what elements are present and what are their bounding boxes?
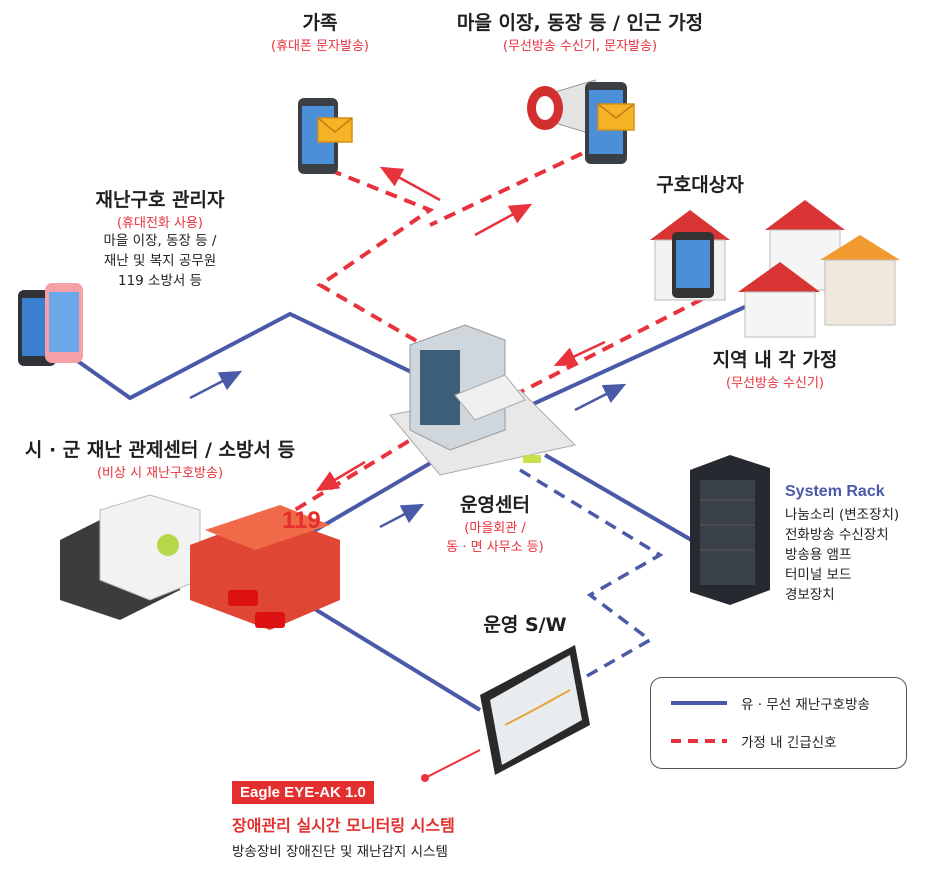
- dash-center-to-sw: [519, 468, 664, 682]
- city-control-center-building: [60, 494, 201, 620]
- dash-rescue-to-center: [504, 288, 721, 402]
- node-village: 마을 이장, 동장 등 / 인근 가정 (무선방송 수신기, 문자발송): [420, 8, 740, 54]
- rescue-house-icon: [650, 210, 730, 301]
- family-sub: (휴대폰 문자발송): [271, 39, 369, 54]
- rack-item-5: 경보장치: [785, 587, 835, 603]
- manager-line-3: 119 소방서 등: [117, 273, 203, 289]
- village-title: 마을 이장, 동장 등 / 인근 가정: [456, 12, 704, 34]
- sw-dash-lines: [519, 468, 664, 682]
- node-rack: System Rack 나눔소리 (변조장치) 전화방송 수신장치 방송용 앰프…: [785, 483, 899, 605]
- arrow-blue-1: [189, 370, 243, 400]
- arrow-red-2: [474, 203, 533, 237]
- village-sub: (무선방송 수신기, 문자발송): [502, 39, 658, 54]
- system-rack-icon: [690, 455, 770, 605]
- ops-title: 운영센터: [460, 494, 530, 516]
- line-city-to-sw: [298, 598, 482, 712]
- manager-phones-icon: [18, 283, 83, 366]
- sw-title: 운영 S/W: [483, 614, 567, 636]
- city-title: 시 · 군 재난 관제센터 / 소방서 등: [24, 439, 296, 461]
- node-eagle: 장애관리 실시간 모니터링 시스템 방송장비 장애진단 및 재난감지 시스템: [232, 812, 455, 862]
- arrow-red-4: [315, 460, 366, 492]
- dash-center-to-city: [268, 408, 462, 527]
- legend-solid: 유 · 무선 재난구호방송: [671, 691, 870, 715]
- node-rescue: 구호대상자: [640, 170, 760, 197]
- arrow-red-3: [553, 340, 606, 367]
- node-family: 가족 (휴대폰 문자발송): [270, 8, 370, 54]
- ops-sub-2: 동 · 면 사무소 등): [446, 540, 544, 555]
- sw-monitor-icon: [480, 645, 590, 775]
- line-manager-to-center: [60, 311, 471, 402]
- fire-station-119-sign: 119: [282, 507, 321, 534]
- node-manager: 재난구호 관리자 (휴대전화 사용) 마을 이장, 동장 등 / 재난 및 복지…: [60, 185, 260, 291]
- legend-dashed: 가정 내 긴급신호: [671, 729, 837, 753]
- node-sw: 운영 S/W: [455, 610, 595, 637]
- legend-dashed-label: 가정 내 긴급신호: [741, 735, 837, 751]
- operation-center-building: [389, 324, 576, 476]
- emergency-signal-lines: [268, 143, 721, 527]
- village-megaphone-icon: [527, 79, 596, 136]
- rack-item-4: 터미널 보드: [785, 567, 852, 583]
- eagle-desc: 방송장비 장애진단 및 재난감지 시스템: [232, 844, 448, 860]
- manager-title: 재난구호 관리자: [95, 189, 225, 211]
- homes-title: 지역 내 각 가정: [712, 349, 838, 371]
- dash-village-to-center: [429, 143, 601, 227]
- ops-sub-1: (마을회관 /: [464, 521, 526, 536]
- family-phone-icon: [298, 98, 353, 174]
- rescue-title: 구호대상자: [656, 174, 744, 196]
- rack-item-3: 방송용 앰프: [785, 547, 852, 563]
- rack-title: System Rack: [785, 483, 885, 500]
- homes-sub: (무선방송 수신기): [726, 376, 824, 391]
- arrow-red-1: [379, 166, 441, 202]
- flow-arrows: [189, 166, 627, 529]
- manager-sub: (휴대전화 사용): [116, 216, 204, 231]
- eagle-badge: Eagle EYE-AK 1.0: [232, 781, 374, 804]
- line-center-to-homes: [519, 298, 761, 412]
- city-sub: (비상 시 재난구호방송): [96, 466, 224, 481]
- arrow-blue-3: [379, 503, 425, 529]
- family-title: 가족: [302, 12, 338, 34]
- eagle-connector: [421, 749, 481, 782]
- legend-solid-swatch: [671, 701, 727, 705]
- eagle-title: 장애관리 실시간 모니터링 시스템: [232, 816, 455, 835]
- rack-item-1: 나눔소리 (변조장치): [785, 507, 900, 523]
- node-city: 시 · 군 재난 관제센터 / 소방서 등 (비상 시 재난구호방송): [5, 435, 315, 481]
- line-center-to-rack: [543, 453, 702, 547]
- manager-line-1: 마을 이장, 동장 등 /: [103, 233, 217, 249]
- dash-family-to-center: [316, 168, 472, 374]
- village-phone-icon: [585, 82, 635, 164]
- node-homes: 지역 내 각 가정 (무선방송 수신기): [680, 345, 870, 391]
- arrow-blue-2: [574, 383, 627, 412]
- node-ops: 운영센터 (마을회관 / 동 · 면 사무소 등): [410, 490, 580, 555]
- legend-solid-label: 유 · 무선 재난구호방송: [741, 697, 870, 713]
- legend-dashed-swatch: [671, 739, 727, 743]
- rack-item-2: 전화방송 수신장치: [785, 527, 889, 543]
- homes-cluster-icon: [738, 200, 900, 338]
- manager-line-2: 재난 및 복지 공무원: [103, 253, 217, 269]
- fire-station-building: [190, 505, 340, 630]
- legend: 유 · 무선 재난구호방송 가정 내 긴급신호: [650, 677, 907, 769]
